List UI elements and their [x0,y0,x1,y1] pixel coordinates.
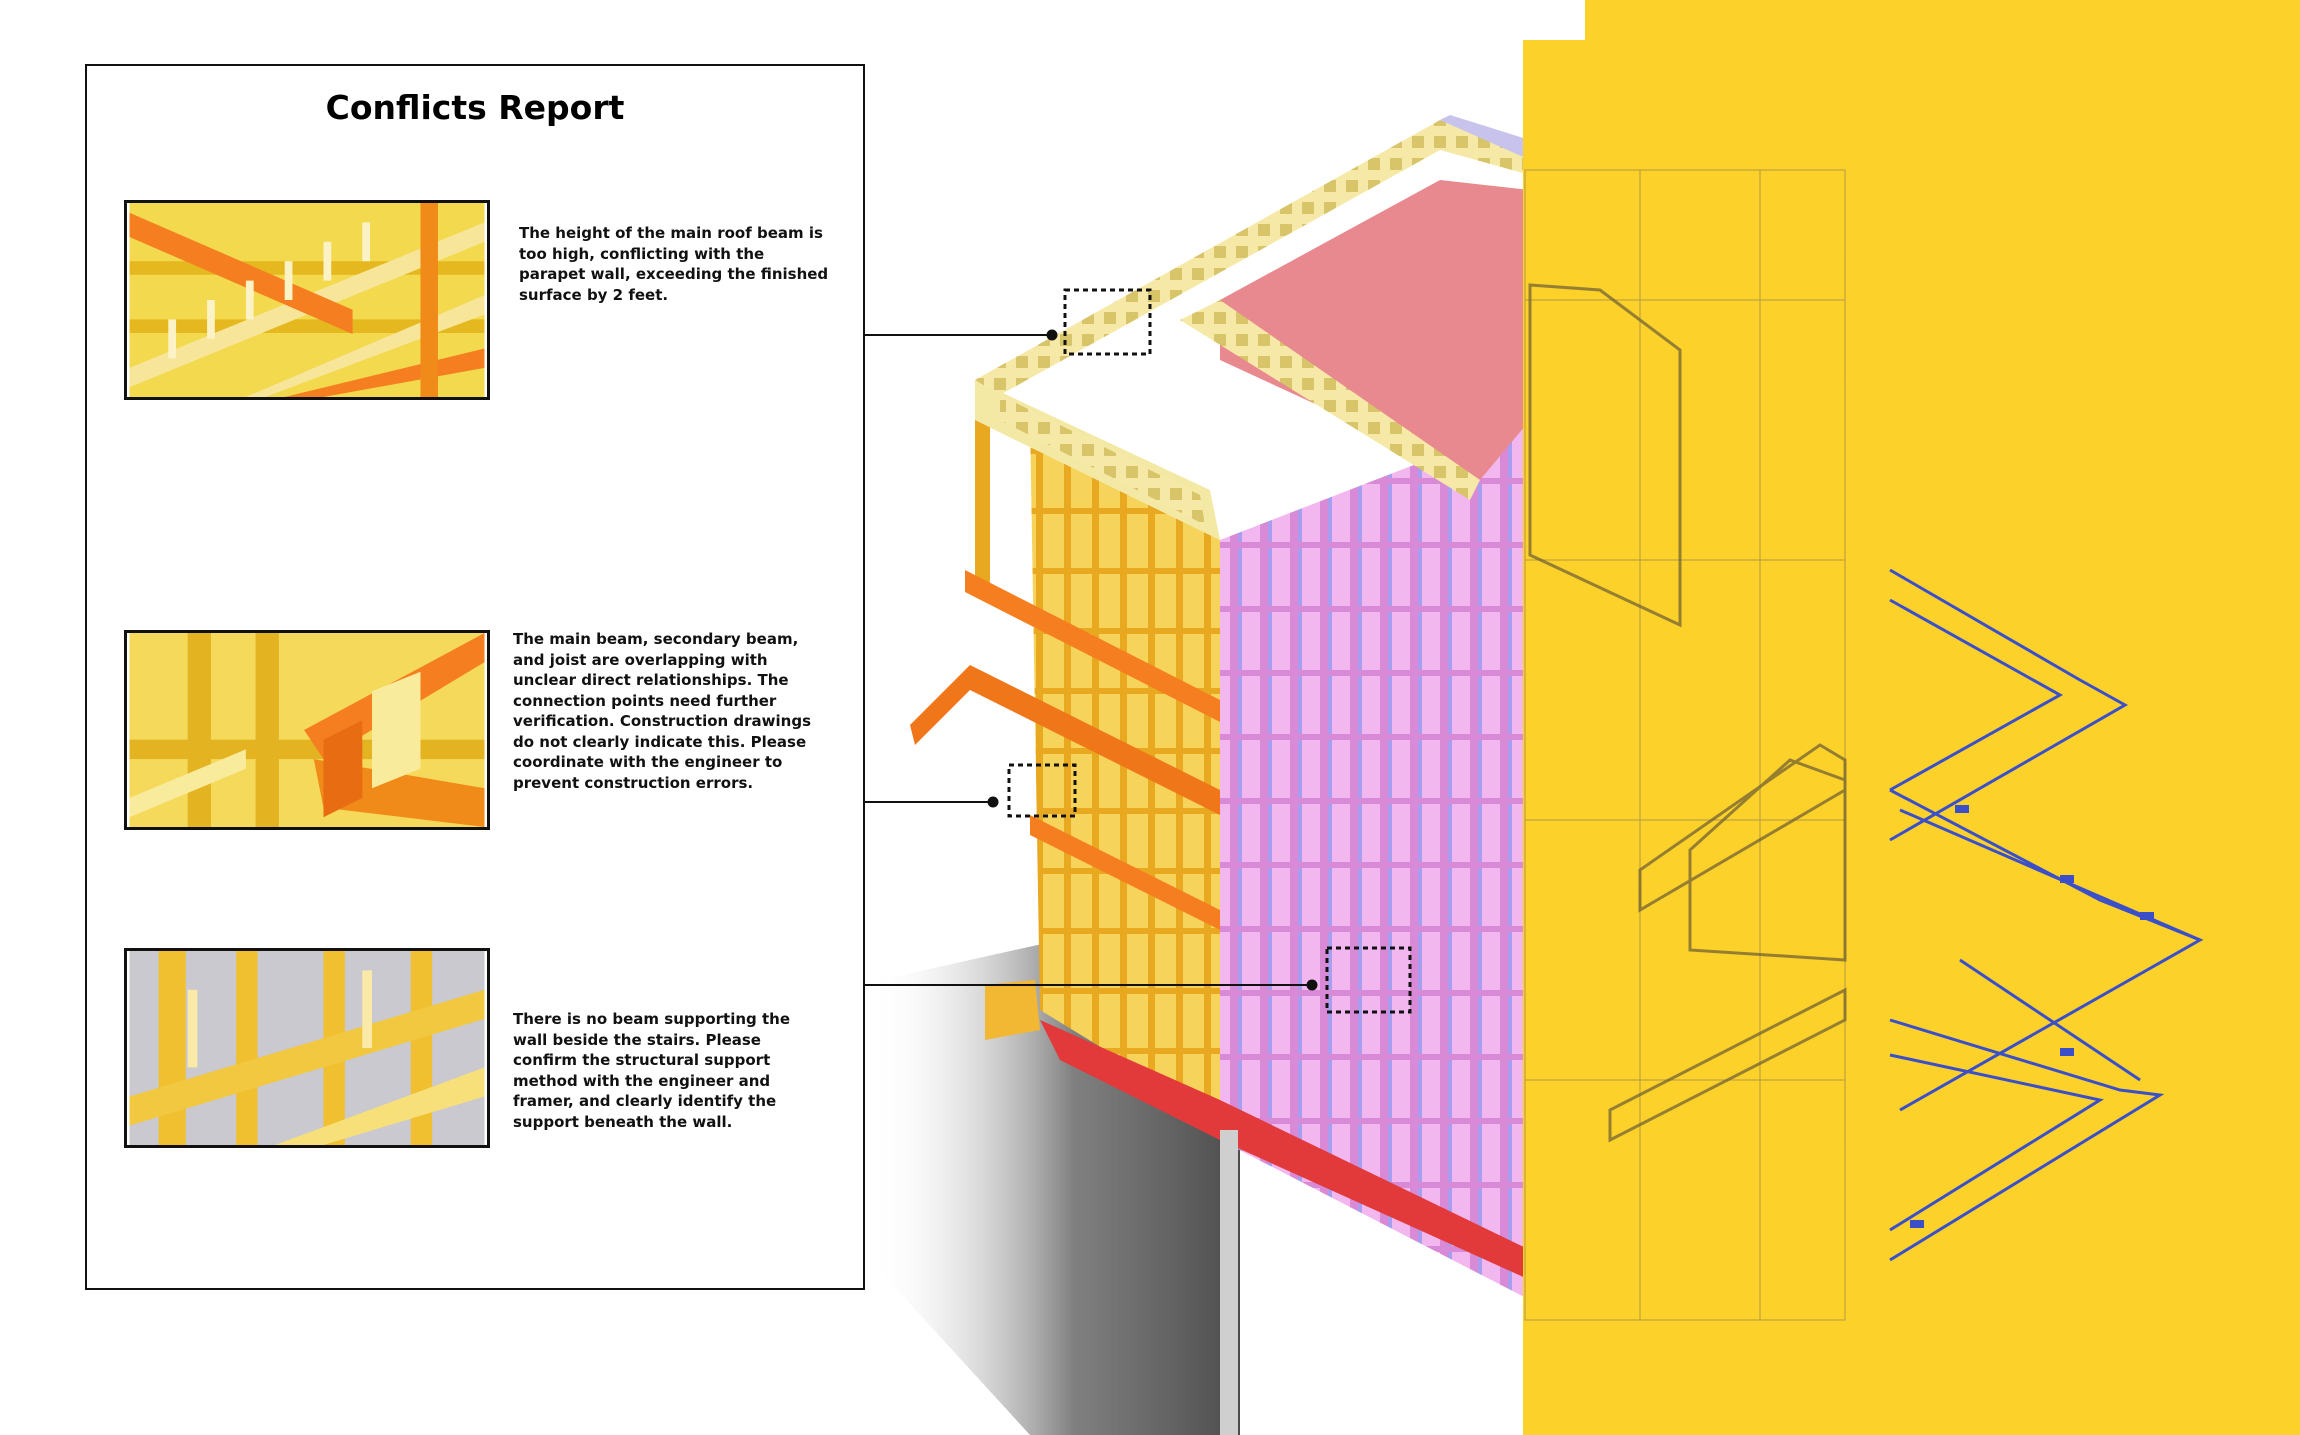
dashed-callout-box-icon [1325,946,1412,1014]
dashed-callout-box-icon [1063,288,1152,356]
conflict-description-3: There is no beam supporting the wall bes… [513,1010,791,1131]
dashed-callout-box-icon [1007,763,1077,818]
callout-dot-icon [1046,329,1058,341]
callout-dot-icon [1306,979,1318,991]
conflict-description-2: The main beam, secondary beam, and joist… [513,630,812,792]
conflict-thumbnail-1[interactable] [124,200,490,400]
conflict-thumbnail-3[interactable] [124,948,490,1148]
conflict-thumbnail-2[interactable] [124,630,490,830]
report-title: Conflicts Report [325,88,625,127]
callout-dot-icon [987,796,999,808]
conflict-description-1: The height of the main roof beam is too … [519,224,829,304]
